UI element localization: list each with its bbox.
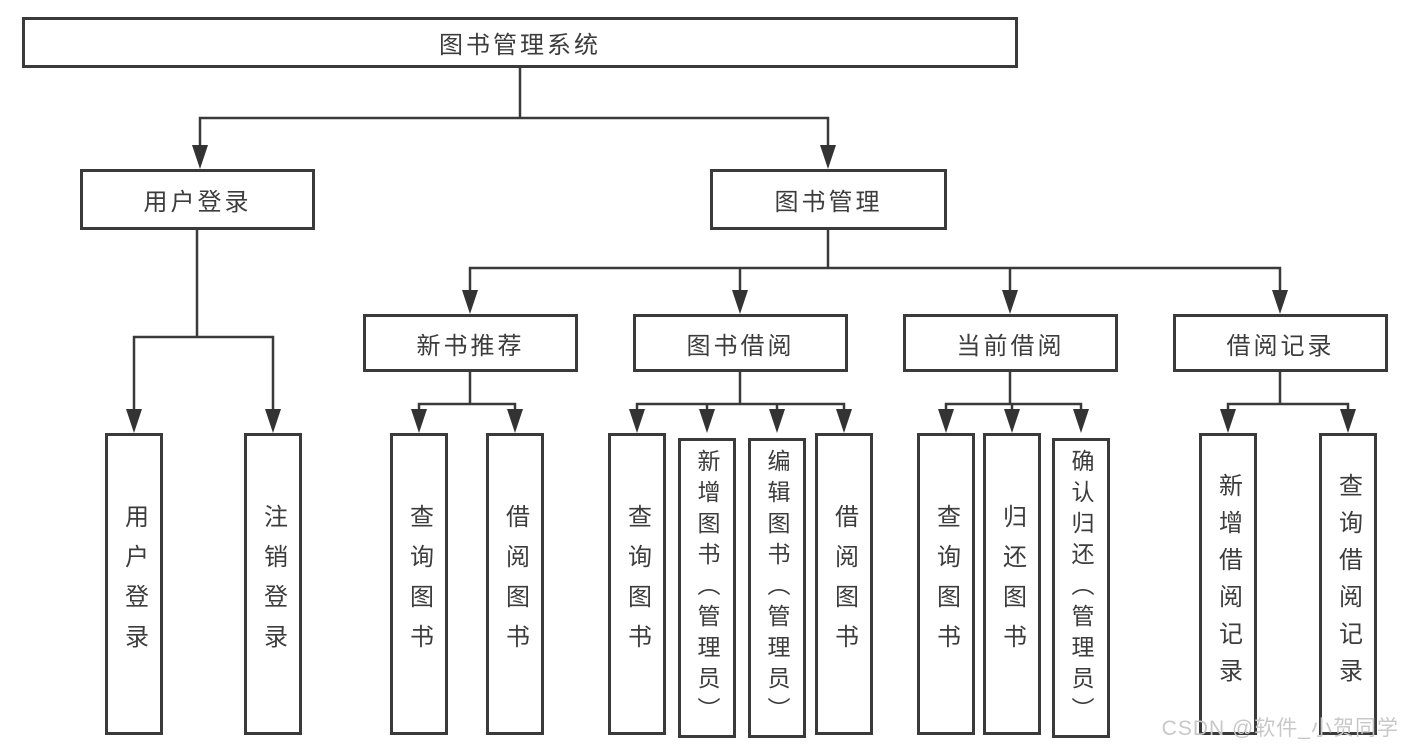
node-leaf-user-login: 用户登录 xyxy=(105,433,163,735)
node-current-borrow: 当前借阅 xyxy=(903,314,1118,372)
arrowheads xyxy=(126,145,1356,433)
node-leaf-cb-confirm-return-label: 确认归还（管理员） xyxy=(1068,448,1094,728)
node-leaf-bb-add-book: 新增图书（管理员） xyxy=(678,438,736,738)
node-leaf-logout-label: 注销登录 xyxy=(259,504,287,664)
node-leaf-br-add-record-label: 新增借阅记录 xyxy=(1214,473,1242,695)
node-leaf-bb-borrow-book: 借阅图书 xyxy=(815,433,873,735)
node-borrow-records: 借阅记录 xyxy=(1173,314,1388,372)
node-book-borrow: 图书借阅 xyxy=(633,314,848,372)
node-leaf-bb-edit-book-label: 编辑图书（管理员） xyxy=(764,448,790,728)
csdn-watermark: CSDN @软件_小贺同学 xyxy=(1161,717,1399,740)
node-leaf-user-login-label: 用户登录 xyxy=(120,504,148,664)
node-new-book-recommend: 新书推荐 xyxy=(363,314,578,372)
node-leaf-nb-query-book-label: 查询图书 xyxy=(405,504,433,664)
node-leaf-cb-confirm-return: 确认归还（管理员） xyxy=(1052,438,1110,738)
node-leaf-bb-edit-book: 编辑图书（管理员） xyxy=(748,438,806,738)
node-leaf-bb-query-book: 查询图书 xyxy=(608,433,666,735)
node-leaf-br-query-record: 查询借阅记录 xyxy=(1319,433,1377,735)
node-book-borrow-label: 图书借阅 xyxy=(686,332,795,360)
node-root-label: 图书管理系统 xyxy=(439,32,601,59)
node-leaf-cb-query-book: 查询图书 xyxy=(917,433,975,735)
node-borrow-records-label: 借阅记录 xyxy=(1226,332,1335,360)
node-leaf-cb-query-book-label: 查询图书 xyxy=(932,504,960,664)
node-leaf-cb-return-book-label: 归还图书 xyxy=(998,504,1026,664)
node-current-borrow-label: 当前借阅 xyxy=(956,332,1065,360)
node-user-login: 用户登录 xyxy=(80,169,315,230)
node-leaf-logout: 注销登录 xyxy=(244,433,302,735)
node-user-login-label: 用户登录 xyxy=(143,189,252,216)
node-book-management: 图书管理 xyxy=(710,169,947,230)
node-leaf-bb-add-book-label: 新增图书（管理员） xyxy=(694,448,720,728)
node-leaf-bb-borrow-book-label: 借阅图书 xyxy=(830,504,858,664)
node-leaf-br-add-record: 新增借阅记录 xyxy=(1199,433,1257,735)
node-leaf-nb-borrow-book: 借阅图书 xyxy=(486,433,544,735)
node-book-management-label: 图书管理 xyxy=(774,189,883,216)
node-root: 图书管理系统 xyxy=(22,17,1018,68)
node-new-book-recommend-label: 新书推荐 xyxy=(416,332,525,360)
node-leaf-br-query-record-label: 查询借阅记录 xyxy=(1334,473,1362,695)
node-leaf-nb-borrow-book-label: 借阅图书 xyxy=(501,504,529,664)
node-leaf-bb-query-book-label: 查询图书 xyxy=(623,504,651,664)
node-leaf-nb-query-book: 查询图书 xyxy=(390,433,448,735)
node-leaf-cb-return-book: 归还图书 xyxy=(983,433,1041,735)
